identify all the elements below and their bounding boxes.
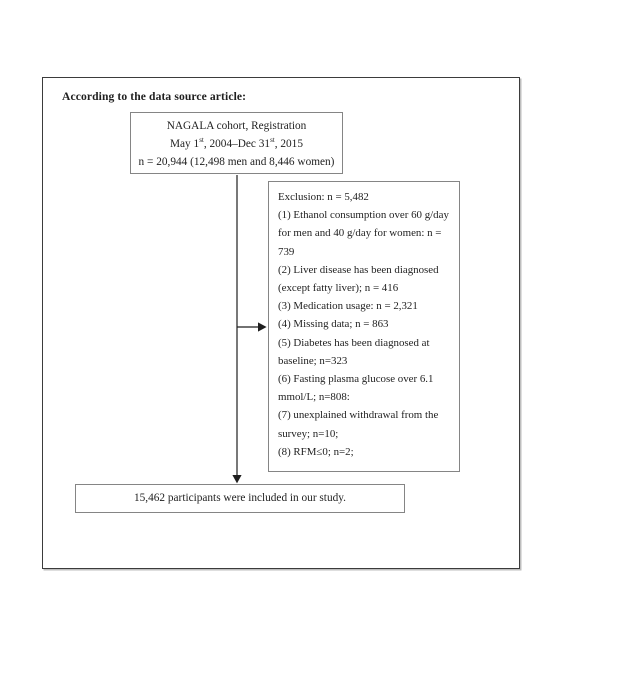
figure-title: According to the data source article:: [62, 90, 247, 103]
result-box: 15,462 participants were included in our…: [75, 484, 405, 513]
text-line: May 1st, 2004–Dec 31st, 2015: [170, 136, 303, 150]
text-line: (7) unexplained withdrawal from the: [278, 409, 439, 422]
text-line: (8) RFM≤0; n=2;: [278, 445, 354, 458]
text-line: survey; n=10;: [278, 427, 339, 440]
text-line: (2) Liver disease has been diagnosed: [278, 263, 439, 276]
text-line: baseline; n=323: [278, 354, 348, 367]
text-line: (6) Fasting plasma glucose over 6.1: [278, 373, 434, 386]
text-line: (4) Missing data; n = 863: [278, 318, 389, 331]
text-line: (3) Medication usage: n = 2,321: [278, 300, 418, 313]
text-line: for men and 40 g/day for women: n =: [278, 227, 442, 240]
text-line: (5) Diabetes has been diagnosed at: [278, 336, 430, 349]
text-line: NAGALA cohort, Registration: [166, 120, 307, 132]
text-line: Exclusion: n = 5,482: [278, 191, 369, 203]
text-line: 739: [278, 245, 295, 258]
text-line: (1) Ethanol consumption over 60 g/day: [278, 209, 449, 222]
text-line: n = 20,944 (12,498 men and 8,446 women): [138, 156, 335, 168]
text-line: (except fatty liver); n = 416: [278, 282, 399, 295]
exclusion-box: Exclusion: n = 5,482 (1) Ethanol consumpt…: [268, 181, 460, 472]
text-line: mmol/L; n=808:: [278, 391, 350, 404]
